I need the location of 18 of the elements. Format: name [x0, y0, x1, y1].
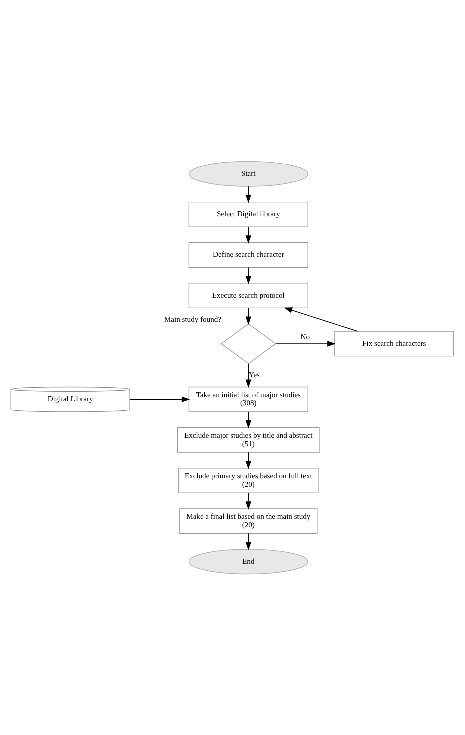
node-label: Main study found?: [164, 314, 222, 324]
node-box: Make a final list based on the main study (20): [180, 508, 318, 534]
arrow: [284, 307, 358, 332]
arrow: [276, 340, 336, 346]
arrow: [130, 396, 190, 402]
node-box: Exclude primary studies based on full text (20): [178, 468, 319, 493]
edge-label: No: [300, 332, 310, 342]
node-box: Select Digital library: [188, 201, 308, 227]
node-box: Execute search protocol: [188, 282, 308, 308]
node-ellipse: End: [188, 548, 308, 574]
node-box: Exclude major studies by title and abstract (51): [178, 426, 320, 452]
node-box: Fix search characters: [334, 330, 454, 356]
node-ellipse: Start: [188, 160, 308, 186]
node-diamond: [220, 323, 276, 364]
node-box: Define search character: [188, 242, 308, 268]
node-box: Take an initial list of major studies (308): [188, 386, 308, 412]
edge-label: Yes: [249, 370, 260, 379]
arrow: [246, 363, 252, 388]
